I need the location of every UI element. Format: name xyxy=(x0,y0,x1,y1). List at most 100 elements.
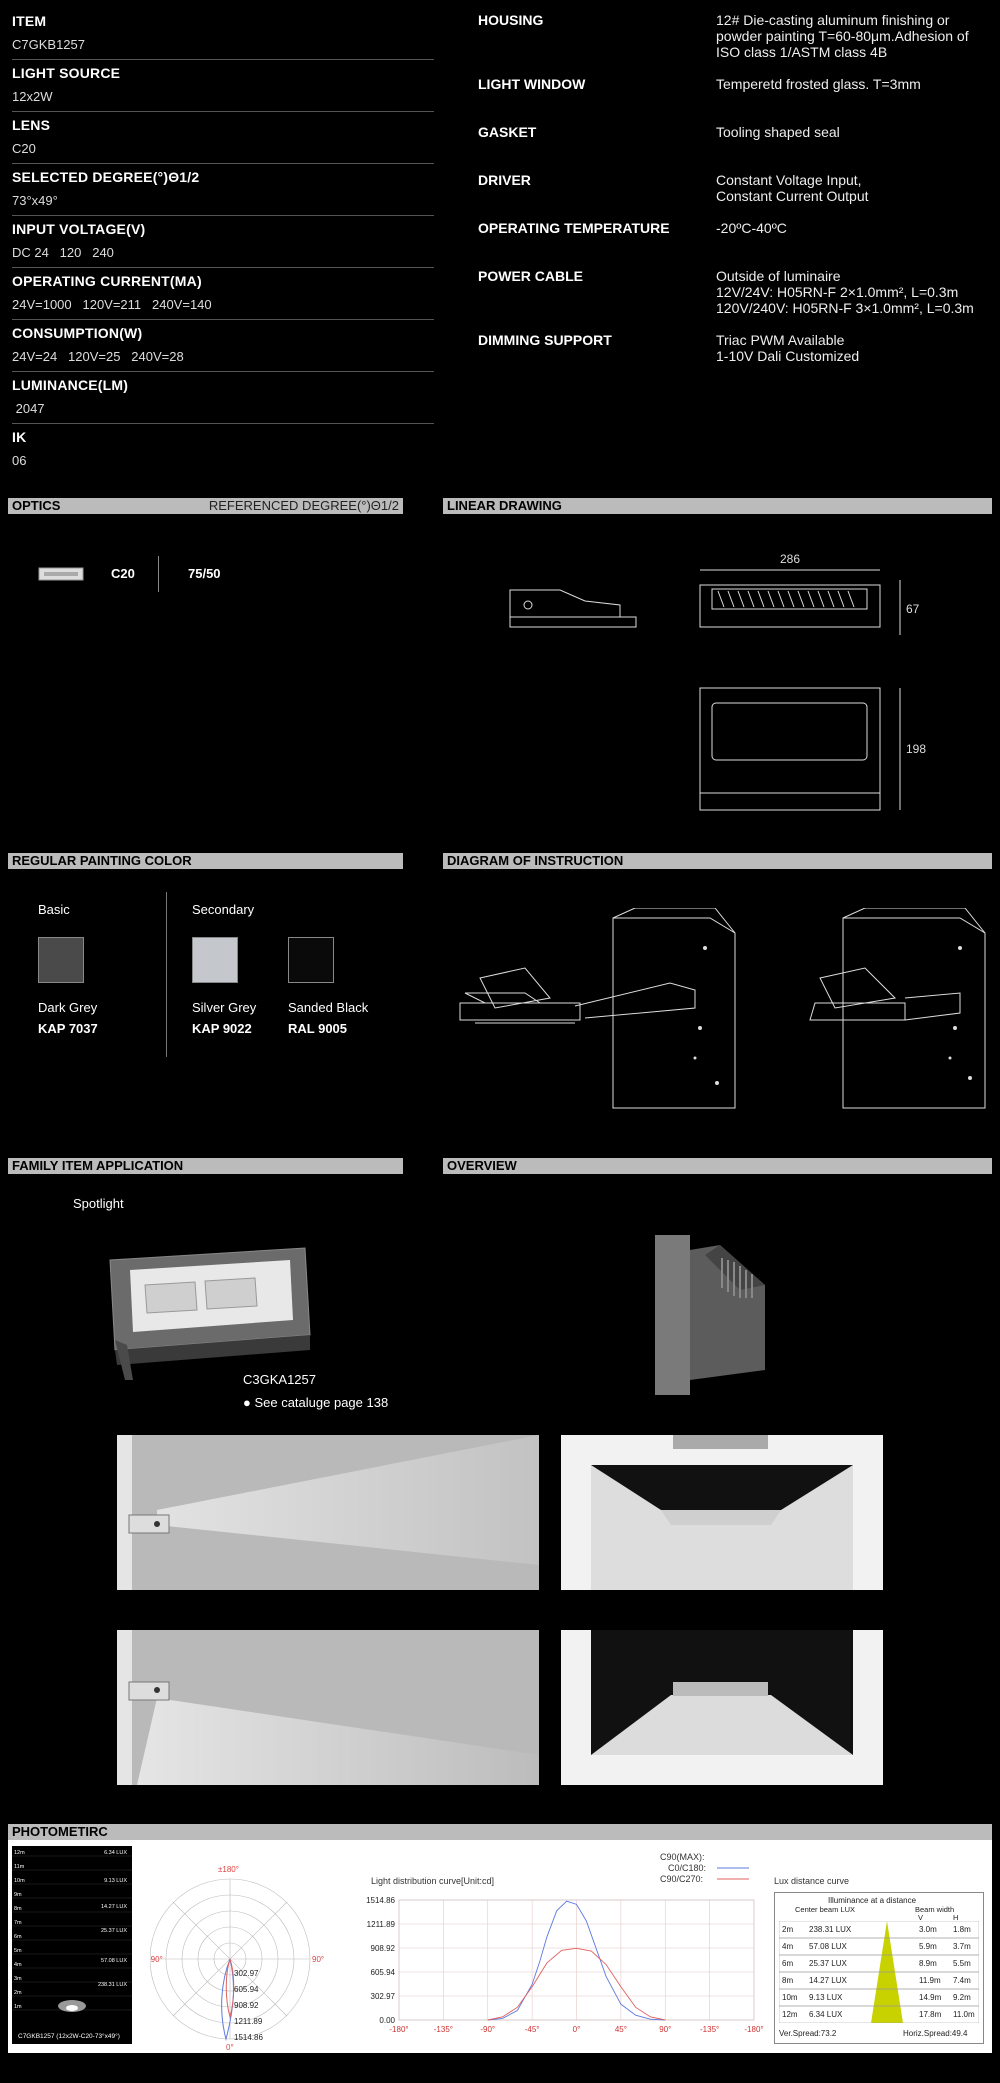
lux-row xyxy=(779,2005,979,2023)
lux-col-center: Center beam LUX xyxy=(795,1905,856,1914)
lux-cell-h: 9.2m xyxy=(953,1993,971,2002)
photometric-header: PHOTOMETIRC xyxy=(8,1824,992,1840)
lux-cell-h: 7.4m xyxy=(953,1976,971,1985)
lux-cell-d: 6m xyxy=(782,1959,793,1968)
lux-cell-v: 3.0m xyxy=(919,1925,937,1934)
polar-value-label: 605.94 xyxy=(234,1985,259,1994)
beam-render-side-up xyxy=(117,1435,539,1590)
legend-title: C90(MAX): xyxy=(660,1852,705,1862)
spec-row-left: LUMINANCE(LM) 2047 xyxy=(12,372,434,424)
x-tick-label: -90° xyxy=(480,2025,495,2034)
iso-caption: C7GKB1257 (12x2W-C20-73°x49°) xyxy=(18,2032,120,2040)
lux-cell-d: 4m xyxy=(782,1942,793,1951)
y-tick-label: 1514.86 xyxy=(366,1896,395,1905)
color-swatch xyxy=(38,937,84,983)
spec-value: 24V=1000 120V=211 240V=140 xyxy=(12,297,212,312)
iso-distance-label: 5m xyxy=(14,1948,22,1954)
iso-distance-label: 8m xyxy=(14,1906,22,1912)
polar-bottom-label: 0° xyxy=(226,2043,234,2052)
color-swatch xyxy=(288,937,334,983)
x-tick-label: -135° xyxy=(700,2025,719,2034)
lux-cell-lux: 57.08 LUX xyxy=(809,1942,847,1951)
legend-swatches xyxy=(717,1867,749,1880)
spec-label: LENS xyxy=(12,117,51,133)
y-tick-label: 302.97 xyxy=(371,1992,396,2001)
legend-c90: C90/C270: xyxy=(660,1874,704,1884)
spec-value: C7GKB1257 xyxy=(12,37,85,52)
lux-cell-v: 5.9m xyxy=(919,1942,937,1951)
y-tick-label: 1211.89 xyxy=(367,1920,396,1929)
spec-value: 2047 xyxy=(12,401,45,416)
instruction-header: DIAGRAM OF INSTRUCTION xyxy=(443,853,992,869)
lux-cell-d: 8m xyxy=(782,1976,793,1985)
spec-label-right: GASKET xyxy=(478,124,537,140)
basic-label: Basic xyxy=(38,902,70,917)
color-code: KAP 9022 xyxy=(192,1021,252,1036)
lux-cell-lux: 6.34 LUX xyxy=(809,2010,843,2019)
spec-label-right: DIMMING SUPPORT xyxy=(478,332,612,348)
iso-distance-label: 12m xyxy=(14,1850,25,1856)
legend-c0: C0/C180: xyxy=(668,1863,707,1873)
spec-label: LIGHT SOURCE xyxy=(12,65,121,81)
hor-spread: Horiz.Spread:49.4 xyxy=(903,2029,968,2038)
y-tick-label: 908.92 xyxy=(371,1944,396,1953)
spec-label: OPERATING CURRENT(MA) xyxy=(12,273,202,289)
lux-col-beam: Beam width xyxy=(915,1905,955,1914)
spec-value: 12x2W xyxy=(12,89,53,104)
spec-value: 24V=24 120V=25 240V=28 xyxy=(12,349,184,364)
linear-drawing: 286 67 198 xyxy=(509,552,926,811)
iso-distance-label: 3m xyxy=(14,1976,22,1982)
x-tick-label: -45° xyxy=(525,2025,540,2034)
overview-product-image xyxy=(655,1235,765,1395)
iso-distance-label: 9m xyxy=(14,1892,22,1898)
iso-distance-label: 11m xyxy=(14,1864,25,1870)
y-tick-label: 0.00 xyxy=(379,2016,395,2025)
distribution-curve-chart: -180°-135°-90°-45°0°45°90°-135°-180°0.00… xyxy=(366,1896,764,2034)
x-tick-label: -180° xyxy=(744,2025,763,2034)
series-line-1 xyxy=(487,1947,666,2021)
polar-value-label: 302.97 xyxy=(234,1969,259,1978)
lux-cell-h: 3.7m xyxy=(953,1942,971,1951)
family-application: Spotlight xyxy=(73,1196,124,1211)
spec-label: ITEM xyxy=(12,13,47,29)
color-swatch xyxy=(192,937,238,983)
curve-title: Light distribution curve[Unit:cd] xyxy=(371,1876,495,1886)
lux-box: Illuminance at a distance Center beam LU… xyxy=(774,1892,984,2044)
color-code: KAP 7037 xyxy=(38,1021,98,1036)
lux-cell-v: 17.8m xyxy=(919,2010,942,2019)
spec-label-right: DRIVER xyxy=(478,172,531,188)
x-tick-label: 90° xyxy=(659,2025,671,2034)
polar-top-label: ±180° xyxy=(218,1865,239,1874)
lux-cell-lux: 9.13 LUX xyxy=(809,1993,843,2002)
family-note-link[interactable]: ● See cataluge page 138 xyxy=(243,1395,389,1410)
x-tick-label: 45° xyxy=(615,2025,627,2034)
optics-lens: C20 xyxy=(111,566,135,581)
iso-distance-label: 6m xyxy=(14,1934,22,1940)
spec-value-right: Tooling shaped seal xyxy=(716,124,840,140)
optics-divider xyxy=(158,556,159,592)
polar-value-label: 1514.86 xyxy=(234,2033,263,2042)
painting-divider xyxy=(166,892,167,1057)
spec-label-right: POWER CABLE xyxy=(478,268,583,284)
spec-value-right: Temperetd frosted glass. T=3mm xyxy=(716,76,921,92)
polar-right-label: 90° xyxy=(312,1955,324,1964)
dim-width: 286 xyxy=(780,552,800,566)
spec-row-left: OPERATING CURRENT(MA) 24V=1000 120V=211 2… xyxy=(12,268,434,320)
lux-cell-lux: 238.31 LUX xyxy=(809,1925,852,1934)
spec-label-right: LIGHT WINDOW xyxy=(478,76,586,92)
family-item-code: C3GKA1257 xyxy=(243,1372,316,1387)
lux-cell-h: 1.8m xyxy=(953,1925,971,1934)
family-header: FAMILY ITEM APPLICATION xyxy=(8,1158,403,1174)
color-name: Dark Grey xyxy=(38,1000,98,1015)
polar-plot: ±180° -90° 90° 0° 302.97605.94908.921211… xyxy=(150,1865,324,2052)
spec-value-right: Triac PWM Available 1-10V Dali Customize… xyxy=(716,332,860,364)
y-tick-label: 605.94 xyxy=(371,1968,396,1977)
iso-lux-label: 14.27 LUX xyxy=(101,1904,127,1910)
spec-value: 73°x49° xyxy=(12,193,58,208)
